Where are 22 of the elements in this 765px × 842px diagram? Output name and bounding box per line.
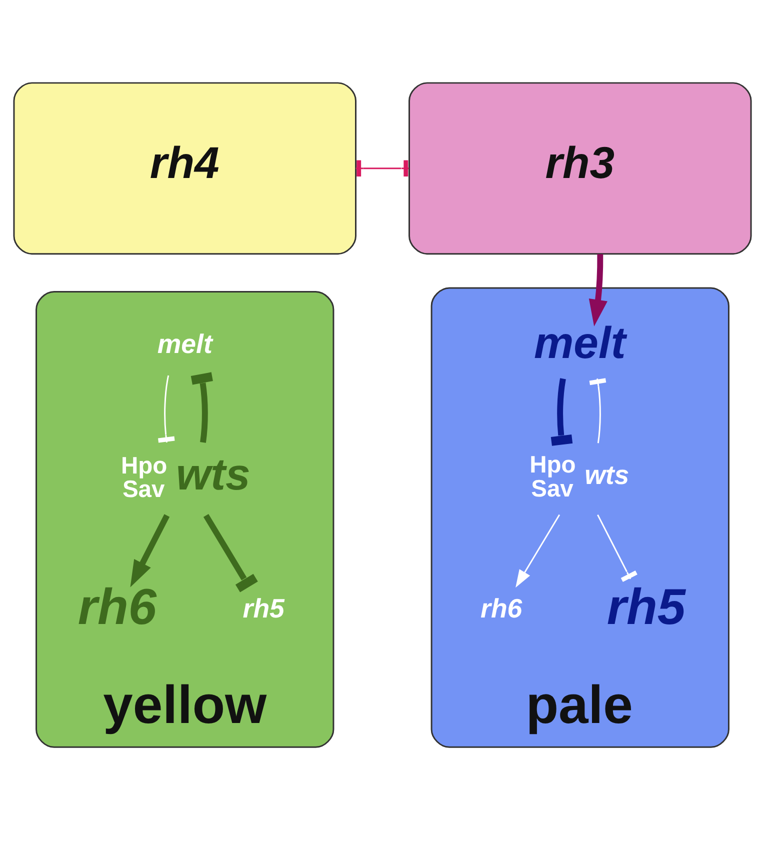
node-text: melt xyxy=(157,329,212,360)
node-box: rh4 xyxy=(13,82,356,255)
node-label: Hpo xyxy=(120,452,168,480)
connector xyxy=(597,514,638,582)
arrow xyxy=(130,514,170,588)
node-text: rh5 xyxy=(242,594,284,624)
arrow xyxy=(516,514,560,588)
node-text: rh6 xyxy=(480,594,522,624)
node-text: melt xyxy=(534,318,626,368)
node-text: rh6 xyxy=(78,578,157,636)
connector xyxy=(158,375,175,443)
node-text: wts xyxy=(584,460,630,490)
connector xyxy=(190,372,213,443)
node-label: Hpo xyxy=(530,452,576,479)
node-text: rh5 xyxy=(606,578,686,636)
node-text: wts xyxy=(176,450,250,500)
arrow xyxy=(588,254,608,326)
connector xyxy=(203,514,258,592)
connector xyxy=(589,378,606,444)
node-box: rh3 xyxy=(408,82,752,255)
connector xyxy=(550,378,573,446)
connector xyxy=(356,160,409,177)
